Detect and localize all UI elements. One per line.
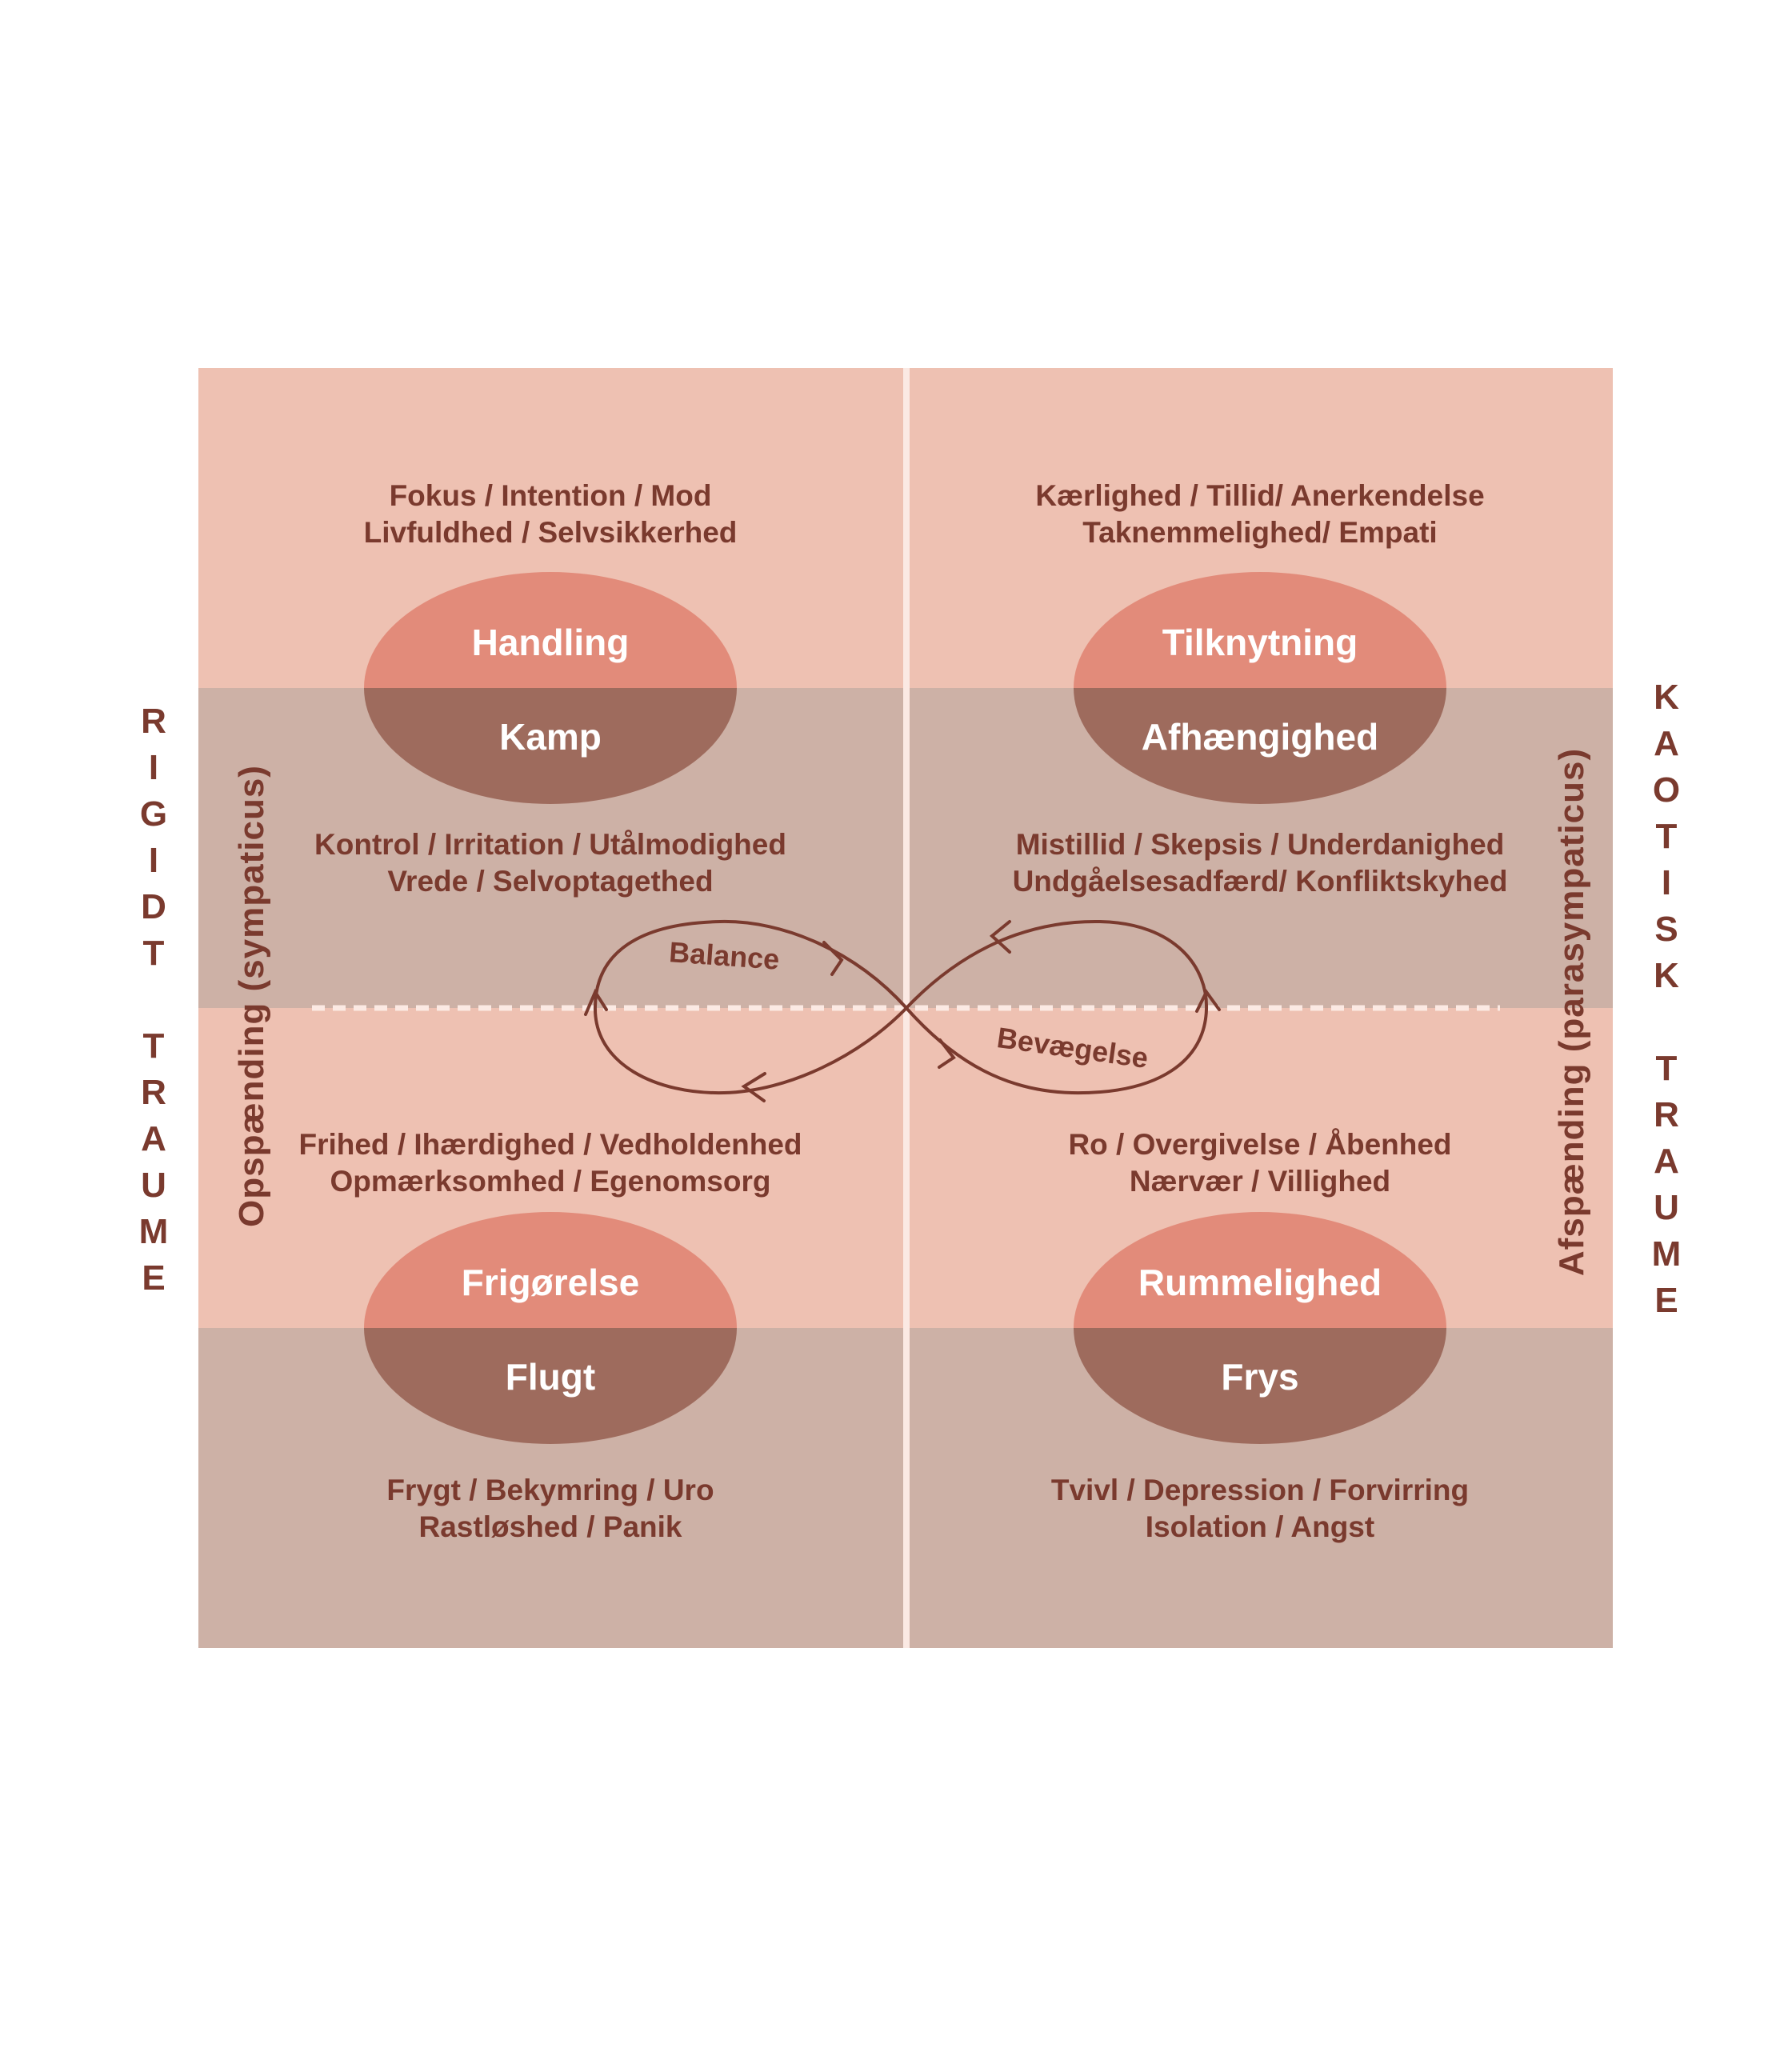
side-letter: A [141, 1119, 166, 1158]
side-letter: K [1654, 956, 1679, 995]
left-axis-label: Opspænding (sympaticus) [232, 765, 271, 1227]
side-letter: I [148, 841, 159, 880]
side-letter: G [139, 794, 168, 834]
side-letter: I [148, 748, 159, 787]
side-letter: E [1654, 1281, 1678, 1320]
side-letter: A [1654, 1142, 1679, 1181]
top-right-upper-text: Kærlighed / Tillid/ Anerkendelse Taknemm… [1035, 479, 1485, 549]
side-letter: D [141, 887, 166, 926]
oval-top-label: Handling [471, 622, 630, 663]
side-letter: E [142, 1258, 166, 1298]
side-letter: U [141, 1166, 166, 1205]
bottom-right-upper-text: Ro / Overgivelse / Åbenhed Nærvær / Vill… [1068, 1128, 1452, 1198]
oval-rummelighed-frys: Rummelighed Frys [1074, 1212, 1446, 1444]
side-letter: K [1654, 678, 1679, 717]
bottom-right-lower-text: Tvivl / Depression / Forvirring Isolatio… [1050, 1474, 1470, 1543]
side-letter: A [1654, 724, 1679, 763]
side-letter: M [1651, 1234, 1682, 1274]
bottom-left-upper-text: Frihed / Ihærdighed / Vedholdenhed Opmær… [298, 1128, 802, 1198]
top-right-lower-text: Mistillid / Skepsis / Underdanighed Undg… [1012, 828, 1508, 898]
side-letter: O [1652, 770, 1681, 810]
side-letter: T [1655, 817, 1678, 856]
top-left-lower-text: Kontrol / Irritation / Utålmodighed Vred… [314, 828, 786, 898]
bevaegelse-label: Bevægelse [995, 1021, 1150, 1074]
top-left-upper-text: Fokus / Intention / Mod Livfuldhed / Sel… [363, 479, 738, 549]
oval-top-label: Frigørelse [461, 1262, 640, 1303]
oval-tilknytning-afhaengighed: Tilknytning Afhængighed [1074, 572, 1446, 804]
balance-label: Balance [668, 935, 781, 976]
oval-bottom-label: Frys [1221, 1356, 1299, 1398]
side-letter: R [1654, 1095, 1679, 1134]
side-letter [1642, 999, 1690, 1046]
oval-bottom-label: Kamp [499, 716, 602, 758]
side-letter: U [1654, 1188, 1679, 1227]
oval-handling-kamp: Handling Kamp [364, 572, 737, 804]
oval-frigoerelse-flugt: Frigørelse Flugt [364, 1212, 737, 1444]
oval-top-label: Rummelighed [1138, 1262, 1382, 1303]
side-letter: I [1661, 863, 1672, 902]
side-letter: R [141, 702, 166, 741]
oval-bottom-label: Flugt [505, 1356, 596, 1398]
oval-top-label: Tilknytning [1162, 622, 1358, 663]
side-letter: T [142, 1026, 165, 1066]
side-letter: S [1654, 910, 1678, 949]
side-letter: M [138, 1212, 169, 1251]
right-axis-label: Afspænding (parasympaticus) [1552, 747, 1591, 1277]
side-letter [130, 977, 178, 1023]
side-letter: T [1655, 1049, 1678, 1088]
oval-bottom-label: Afhængighed [1141, 716, 1379, 758]
bottom-left-lower-text: Frygt / Bekymring / Uro Rastløshed / Pan… [386, 1474, 714, 1543]
side-letter: T [142, 934, 165, 973]
side-letter: R [141, 1073, 166, 1112]
